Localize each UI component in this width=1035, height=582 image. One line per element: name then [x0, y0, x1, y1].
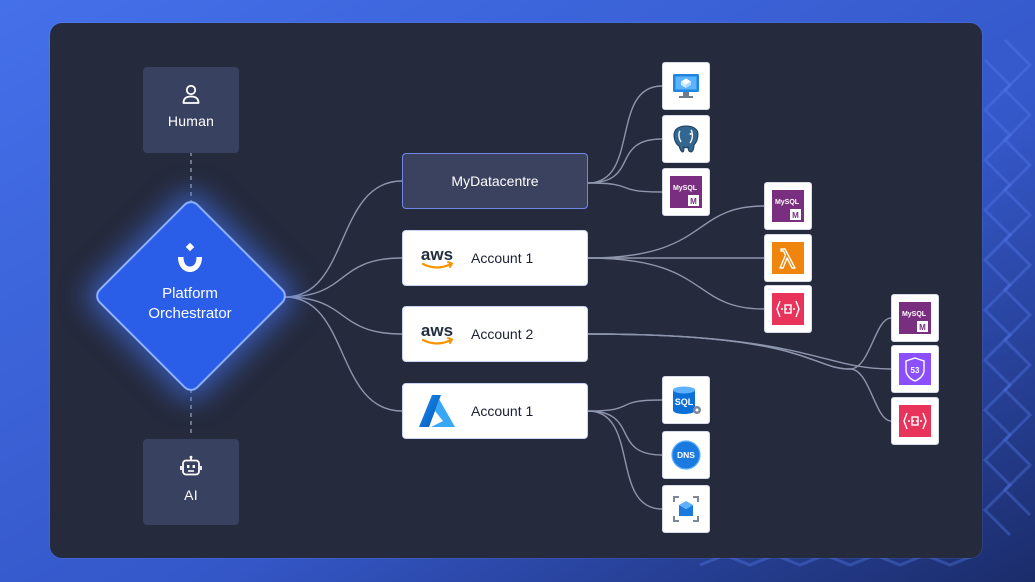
- link-azure-dns: [587, 410, 663, 456]
- link-mydatacentre-mysql: [587, 182, 663, 193]
- azure-sql-icon: SQL: [673, 386, 701, 414]
- link-mydatacentre-vm: [587, 85, 663, 184]
- postgresql-icon: [673, 125, 699, 153]
- target-azure-account-1: Account 1: [402, 383, 588, 439]
- link-orchestrator-azure-1: [284, 296, 403, 412]
- link-azure-storage: [587, 410, 663, 510]
- link-mydatacentre-postgres: [587, 138, 663, 184]
- robot-icon: [180, 455, 202, 476]
- orchestrator-label-line2: Orchestrator: [148, 305, 232, 322]
- service-postgresql: [662, 115, 710, 163]
- svg-text:MySQL: MySQL: [775, 199, 800, 206]
- service-mysql: MySQL M: [764, 182, 812, 230]
- svg-text:DNS: DNS: [677, 450, 695, 460]
- orchestrator-label-line1: Platform: [162, 285, 218, 302]
- target-aws-1-label: Account 1: [471, 250, 534, 266]
- link-azure-sql: [587, 399, 663, 412]
- svg-text:M: M: [792, 211, 799, 220]
- ai-actor: AI: [143, 439, 239, 525]
- mysql-icon: MySQL M: [772, 190, 804, 222]
- service-route53: 53: [891, 345, 939, 393]
- api-gateway-icon: [772, 293, 804, 325]
- svg-text:aws: aws: [421, 245, 453, 264]
- route53-icon: 53: [899, 353, 931, 385]
- target-azure-1-label: Account 1: [471, 403, 534, 419]
- human-label: Human: [167, 113, 215, 129]
- link-aws2-mysql: [587, 317, 892, 370]
- link-orchestrator-aws-2: [284, 296, 403, 335]
- platform-orchestrator: Platform Orchestrator: [120, 228, 260, 368]
- link-aws2-apigw: [587, 333, 892, 422]
- svg-text:SQL: SQL: [675, 397, 694, 407]
- azure-storage-icon: [673, 496, 699, 522]
- link-orchestrator-aws-1: [284, 257, 403, 298]
- target-aws-account-2: aws Account 2: [402, 306, 588, 362]
- target-mydatacentre: MyDatacentre: [402, 153, 588, 209]
- svg-text:MySQL: MySQL: [902, 311, 927, 318]
- ai-label: AI: [184, 487, 198, 503]
- svg-text:MySQL: MySQL: [673, 185, 698, 192]
- service-api-gateway: [764, 285, 812, 333]
- service-api-gateway: [891, 397, 939, 445]
- svg-text:53: 53: [911, 366, 920, 375]
- aws-logo-icon: aws: [415, 245, 459, 271]
- human-actor: Human: [143, 67, 239, 153]
- lambda-icon: [772, 242, 804, 274]
- link-orchestrator-mydatacentre: [284, 180, 403, 298]
- svg-text:M: M: [919, 323, 926, 332]
- link-aws2-route53: [587, 333, 892, 370]
- service-mysql: MySQL M: [662, 168, 710, 216]
- service-azure-dns: DNS: [662, 431, 710, 479]
- virtual-machine-icon: [673, 74, 699, 98]
- link-aws1-mysql: [587, 205, 765, 259]
- azure-dns-icon: DNS: [671, 440, 701, 470]
- link-aws1-apigw: [587, 257, 765, 310]
- user-icon: [182, 84, 200, 104]
- aws-logo-icon: aws: [415, 321, 459, 347]
- azure-logo-icon: [415, 393, 459, 429]
- svg-text:M: M: [690, 197, 697, 206]
- service-azure-storage: [662, 485, 710, 533]
- mysql-icon: MySQL M: [899, 302, 931, 334]
- api-gateway-icon: [899, 405, 931, 437]
- mysql-icon: MySQL M: [670, 176, 702, 208]
- service-azure-sql: SQL: [662, 376, 710, 424]
- target-aws-2-label: Account 2: [471, 326, 534, 342]
- svg-text:aws: aws: [421, 321, 453, 340]
- diagram-panel: Human AI Platform Orchestrator MyDatacen…: [50, 23, 982, 558]
- service-virtual-machine: [662, 62, 710, 110]
- target-aws-account-1: aws Account 1: [402, 230, 588, 286]
- target-mydatacentre-label: MyDatacentre: [451, 173, 539, 189]
- service-lambda: [764, 234, 812, 282]
- connection-lines: [190, 85, 892, 510]
- service-mysql: MySQL M: [891, 294, 939, 342]
- humanitec-logo-icon: [178, 242, 202, 272]
